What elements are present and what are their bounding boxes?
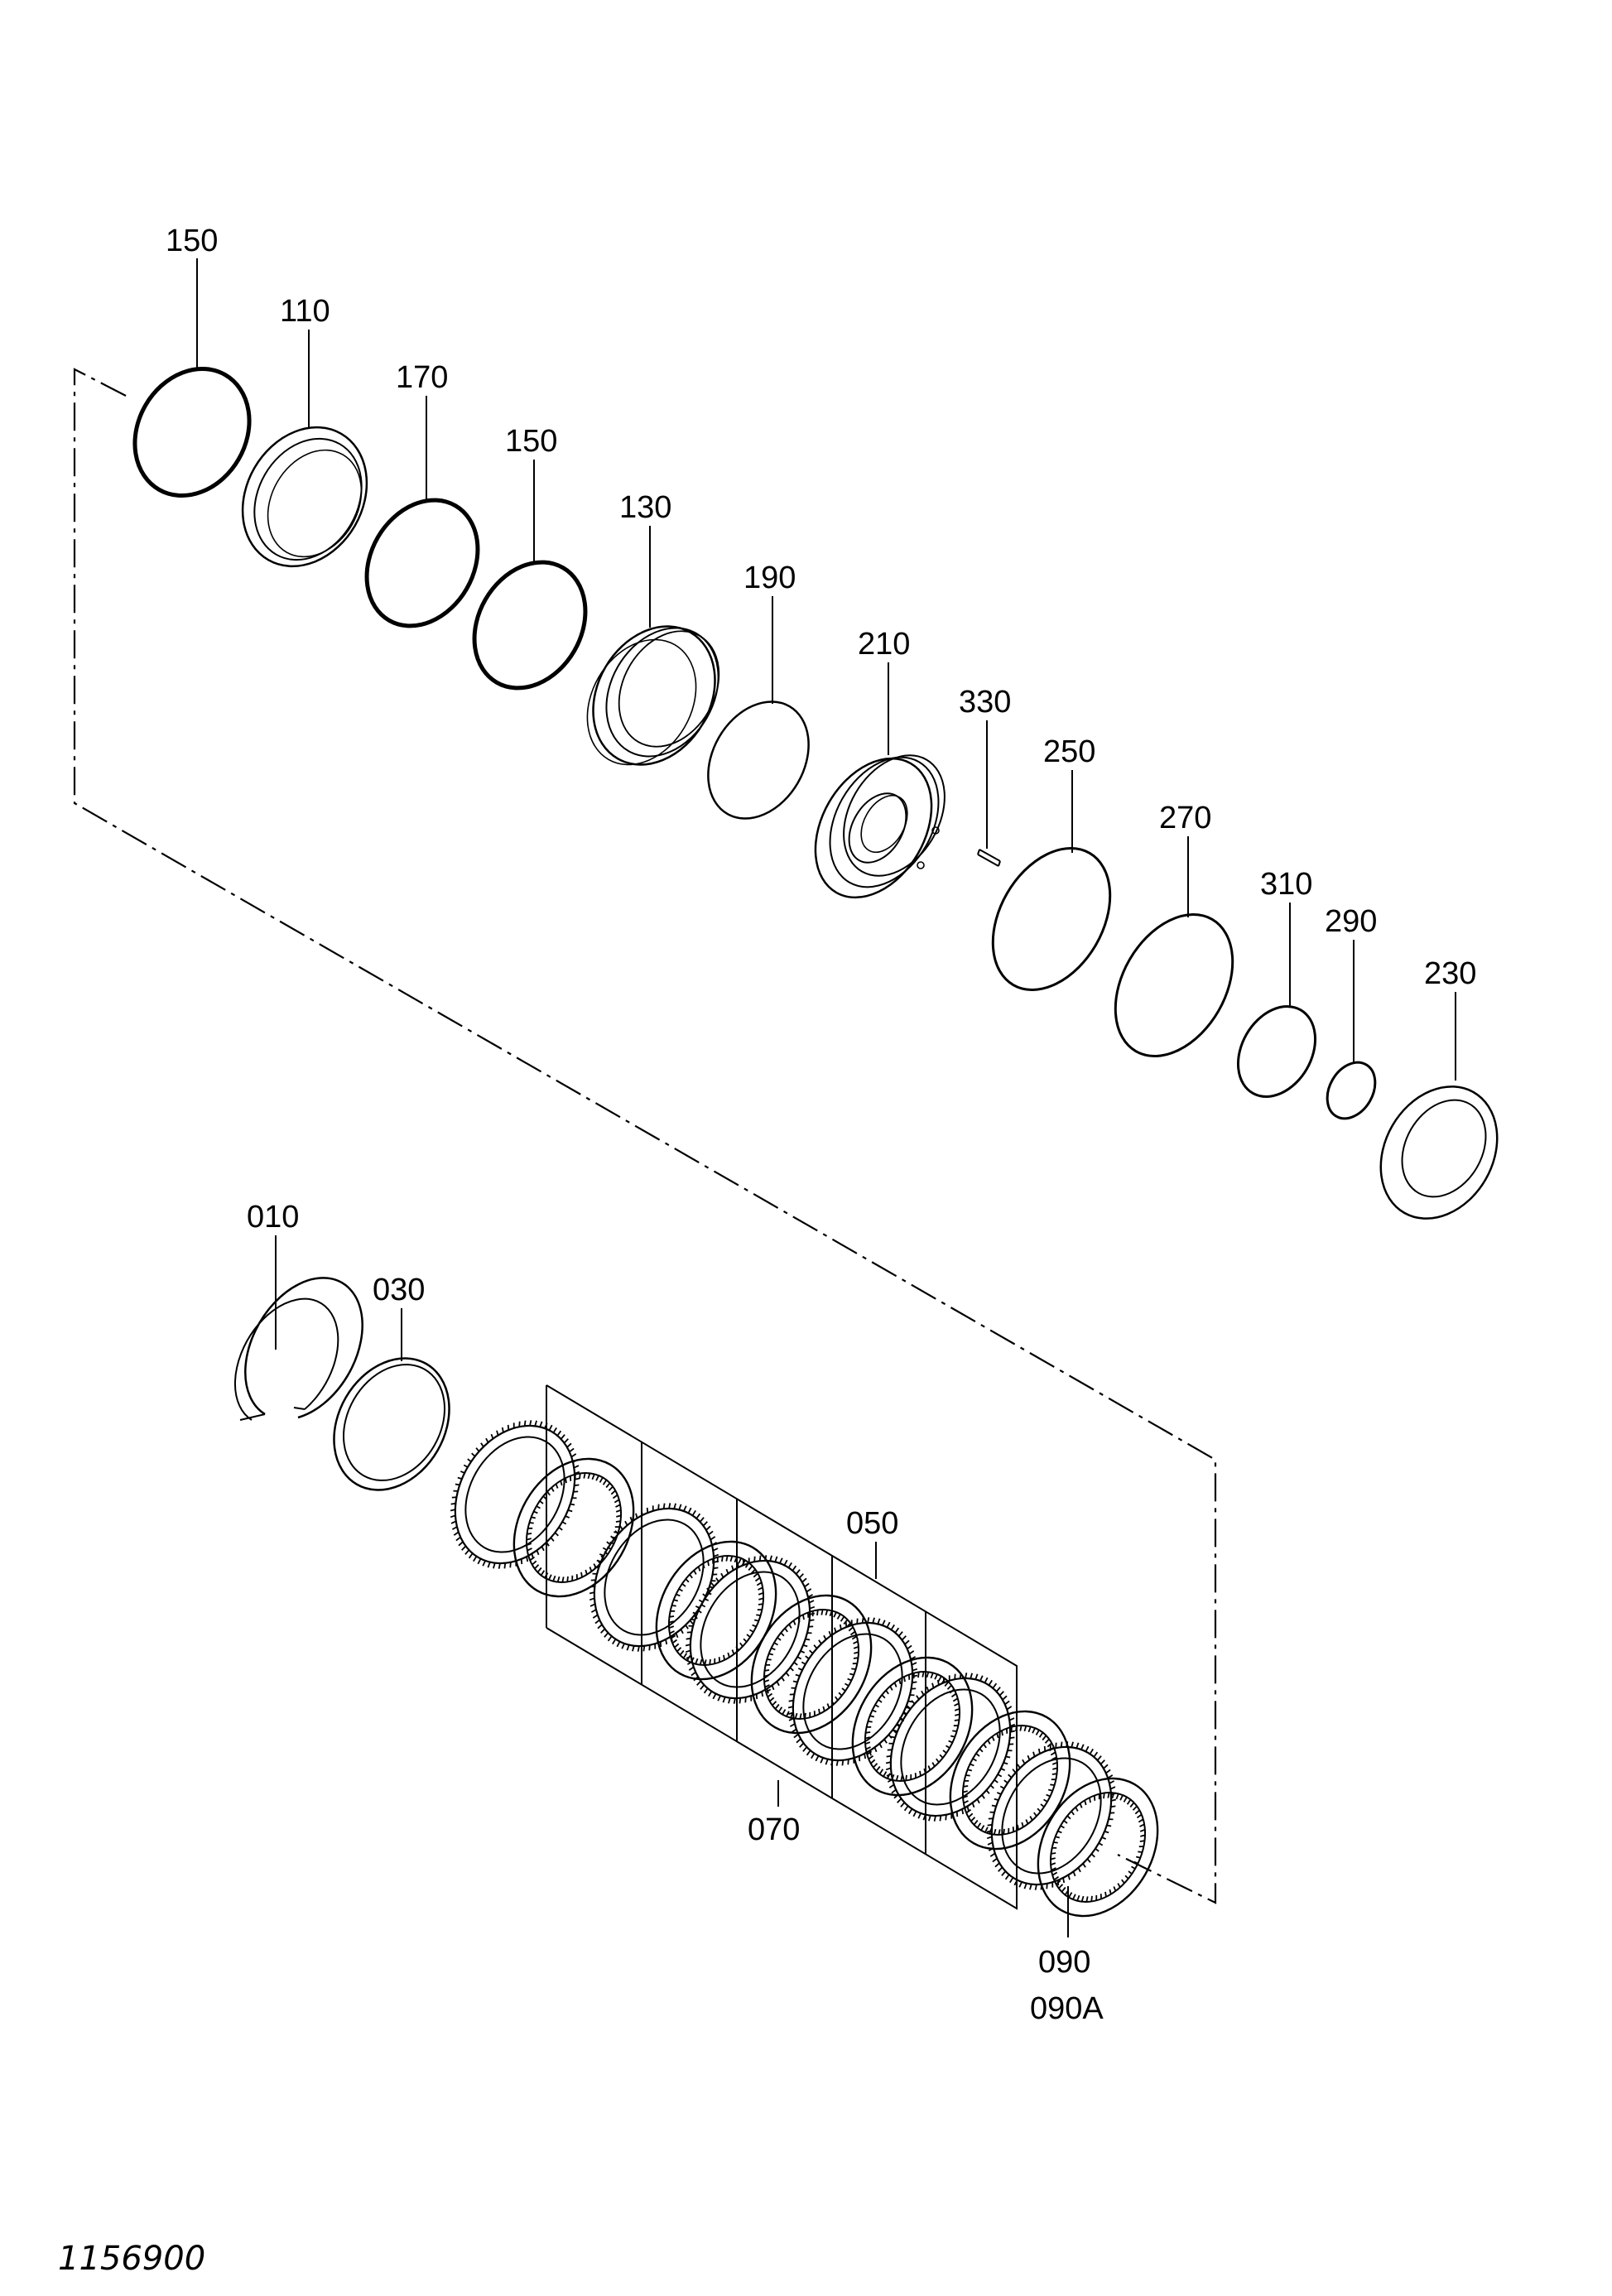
washer-230 xyxy=(1379,1085,1499,1220)
o-ring-150-a xyxy=(132,366,252,498)
friction-disc-8 xyxy=(851,1656,974,1797)
piston-210 xyxy=(814,754,946,899)
ring-270 xyxy=(1114,913,1234,1057)
callout-labels: 150 110 170 150 130 190 210 330 250 270 … xyxy=(166,224,1476,2026)
ring-190 xyxy=(707,700,810,820)
callout-250: 250 xyxy=(1043,734,1095,769)
callout-230: 230 xyxy=(1424,956,1476,991)
retainer-130 xyxy=(586,625,720,766)
friction-disc-6 xyxy=(750,1594,873,1735)
callout-190: 190 xyxy=(743,561,796,595)
o-ring-170 xyxy=(364,498,480,628)
callout-130: 130 xyxy=(619,490,671,525)
ring-030 xyxy=(333,1357,450,1491)
callout-290: 290 xyxy=(1325,904,1377,939)
callout-210: 210 xyxy=(858,627,910,662)
seal-ring-110 xyxy=(241,426,368,568)
friction-disc-2 xyxy=(512,1457,635,1598)
clutch-plate-3 xyxy=(589,1503,719,1652)
assembly-outline xyxy=(73,368,1217,1904)
pin-330 xyxy=(977,849,1001,867)
friction-disc-4 xyxy=(655,1540,777,1681)
o-ring-150-b xyxy=(472,560,588,691)
callout-010: 010 xyxy=(247,1200,299,1235)
callout-110: 110 xyxy=(280,294,330,329)
callout-170: 170 xyxy=(396,360,448,395)
clutch-plate-7 xyxy=(787,1617,918,1766)
snap-ring-010 xyxy=(233,1277,363,1421)
ring-290 xyxy=(1326,1061,1377,1120)
callout-050: 050 xyxy=(846,1506,898,1541)
callout-090A: 090A xyxy=(1030,1991,1104,2026)
drawing-number: 1156900 xyxy=(58,2240,206,2278)
clutch-discs xyxy=(450,1420,1159,1918)
parts-lower xyxy=(233,1277,450,1491)
callout-150-a: 150 xyxy=(166,224,218,258)
ring-310 xyxy=(1236,1005,1317,1098)
clutch-plate-1 xyxy=(450,1420,580,1569)
callout-310: 310 xyxy=(1260,867,1312,902)
callout-330: 330 xyxy=(959,685,1011,720)
clutch-plate-11 xyxy=(986,1741,1117,1890)
callout-270: 270 xyxy=(1159,801,1211,835)
callout-070: 070 xyxy=(748,1812,800,1847)
parts-upper xyxy=(132,366,1499,1220)
clutch-plate-9 xyxy=(885,1673,1016,1822)
ring-250 xyxy=(991,847,1112,991)
leader-lines xyxy=(196,258,1456,1937)
callout-150-b: 150 xyxy=(505,424,557,459)
callout-090: 090 xyxy=(1038,1945,1090,1980)
callout-030: 030 xyxy=(373,1273,425,1307)
friction-disc-10 xyxy=(949,1710,1071,1851)
